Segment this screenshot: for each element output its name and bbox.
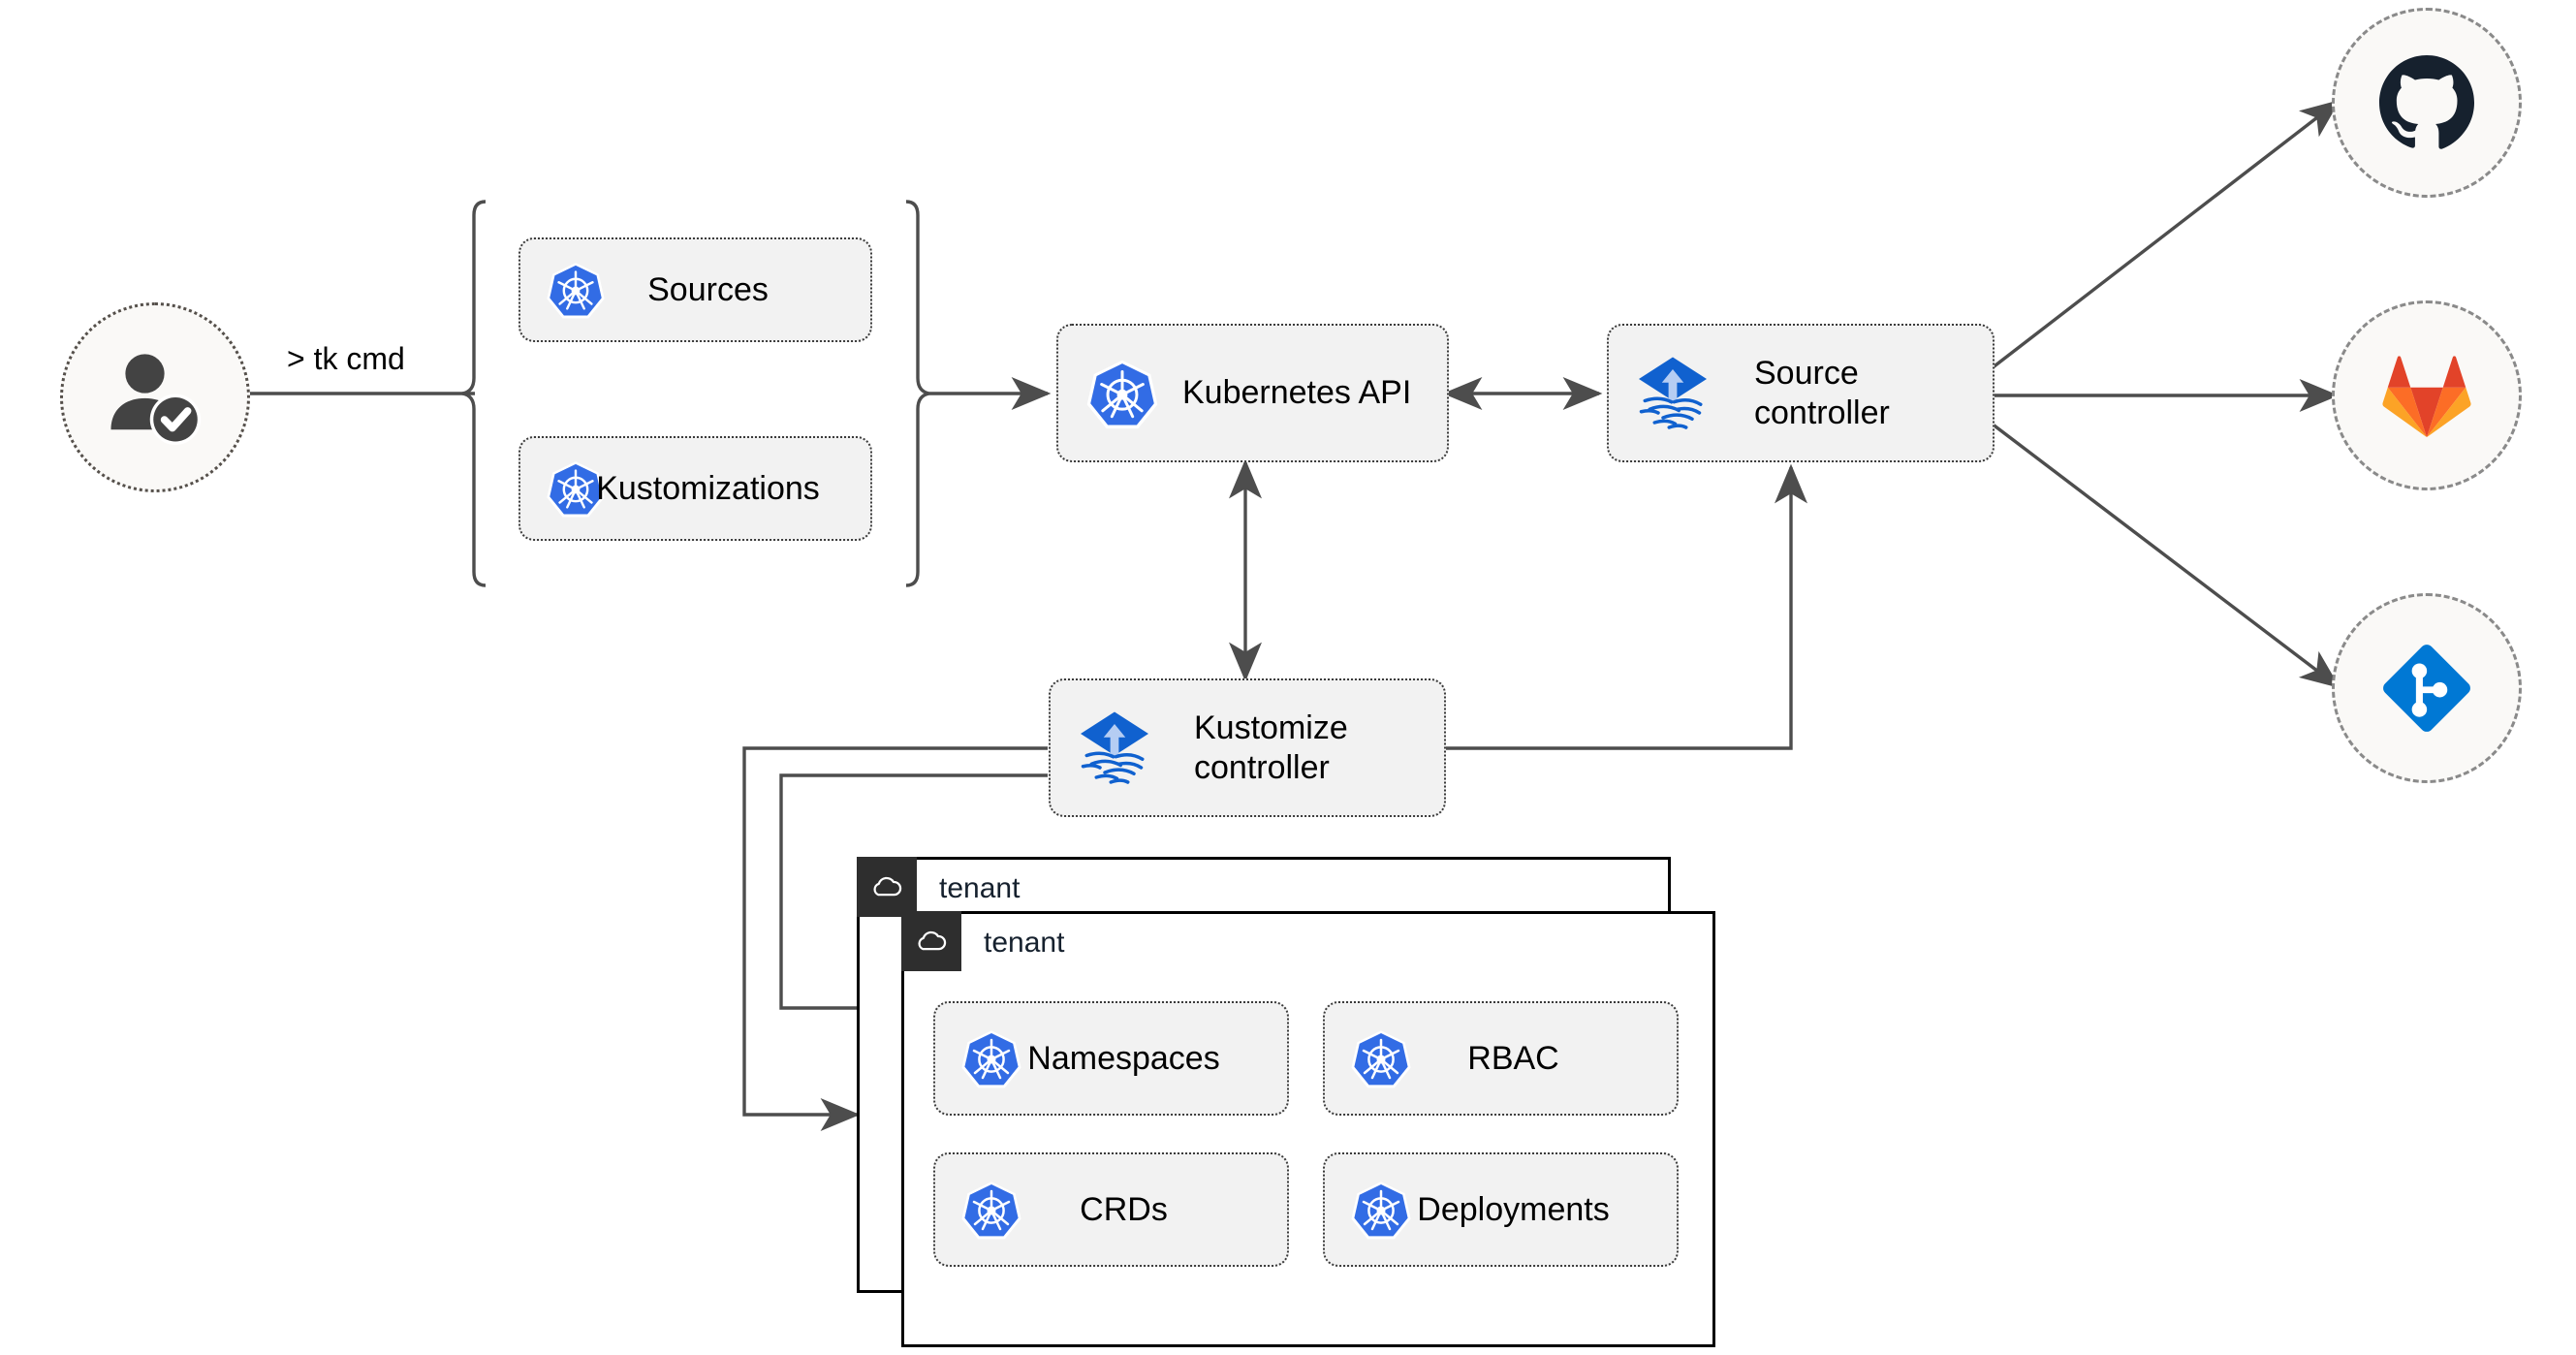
cluster-title: tenant [939, 872, 1021, 904]
wire-sourcectrl-azure [1990, 422, 2340, 689]
brace-left [461, 200, 487, 587]
node-source-controller[interactable]: Source controller [1607, 324, 1995, 462]
kubernetes-icon [547, 461, 605, 518]
cloud-icon [873, 876, 902, 897]
provider-azure-devops[interactable] [2332, 593, 2522, 783]
provider-github[interactable] [2332, 8, 2522, 198]
cluster-title: tenant [984, 927, 1065, 959]
wire-kustomizectrl-sourcectrl [1444, 463, 1807, 750]
provider-gitlab[interactable] [2332, 300, 2522, 490]
resource-crds[interactable]: CRDs [933, 1152, 1289, 1267]
node-kubernetes-api[interactable]: Kubernetes API [1056, 324, 1449, 462]
cloud-icon [918, 930, 947, 951]
node-kustomizations[interactable]: Kustomizations [518, 436, 872, 541]
resource-deployments[interactable]: Deployments [1323, 1152, 1679, 1267]
node-sources[interactable]: Sources [518, 237, 872, 342]
kubernetes-icon [1351, 1182, 1411, 1240]
resource-label: Namespaces [1027, 1039, 1220, 1077]
user-check-icon [110, 354, 202, 445]
resource-label: Deployments [1417, 1190, 1610, 1228]
kubernetes-icon [961, 1030, 1021, 1088]
node-label: Source controller [1754, 355, 1890, 431]
node-label: Kubernetes API [1182, 374, 1412, 412]
kubernetes-icon [1351, 1030, 1411, 1088]
flux-icon [1639, 357, 1707, 429]
resource-label: RBAC [1467, 1039, 1559, 1077]
node-label: Kustomize controller [1194, 709, 1348, 786]
resource-namespaces[interactable]: Namespaces [933, 1001, 1289, 1116]
wire-sourcectrl-github [1990, 99, 2340, 370]
cloud-badge [857, 857, 917, 917]
github-icon [2379, 55, 2474, 149]
kubernetes-icon [1086, 360, 1158, 428]
actor-node[interactable] [60, 302, 250, 492]
azure-repos-git-icon [2383, 645, 2470, 732]
kubernetes-icon [961, 1182, 1021, 1240]
cluster-tenant-front[interactable]: tenant Namespaces [901, 911, 1715, 1347]
resource-label: CRDs [1080, 1190, 1168, 1228]
node-kustomize-controller[interactable]: Kustomize controller [1049, 678, 1446, 817]
node-label: Sources [647, 270, 769, 308]
resource-rbac[interactable]: RBAC [1323, 1001, 1679, 1116]
node-label: Kustomizations [596, 469, 820, 507]
kubernetes-icon [547, 263, 605, 319]
cloud-badge [901, 911, 961, 971]
command-label: > tk cmd [287, 341, 405, 376]
flux-icon [1081, 711, 1148, 784]
brace-right [905, 200, 930, 587]
gitlab-icon [2382, 356, 2471, 438]
